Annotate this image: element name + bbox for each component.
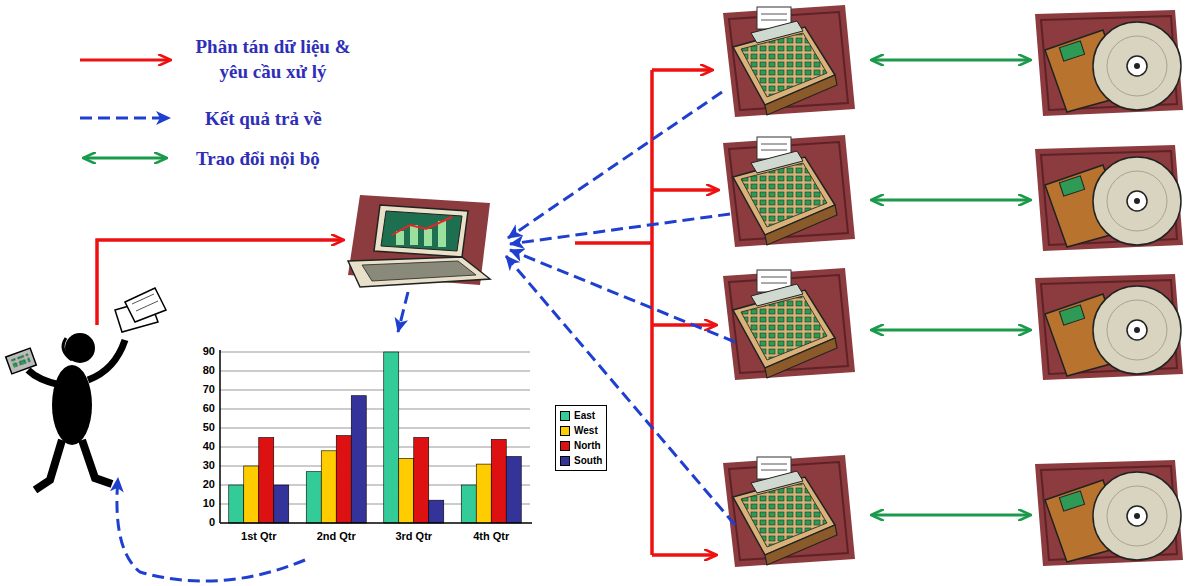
axis-value: 60 xyxy=(203,402,215,415)
axis-value: 90 xyxy=(203,345,215,358)
axis-value: 70 xyxy=(203,383,215,396)
legend-samples xyxy=(80,60,170,158)
bar xyxy=(244,466,259,523)
laptop-icon xyxy=(348,195,490,287)
bar xyxy=(351,396,366,523)
legend-swatch xyxy=(560,411,570,421)
gridline xyxy=(220,371,530,372)
bar xyxy=(461,485,476,523)
axis-value: 10 xyxy=(203,497,215,510)
category-label: 3rd Qtr xyxy=(395,530,432,543)
bar xyxy=(259,438,274,524)
legend-text: Kết quả trả về xyxy=(205,106,322,131)
person-figure xyxy=(6,288,166,490)
disk-icons xyxy=(1035,10,1183,566)
bar xyxy=(429,500,444,523)
chart-legend: EastWestNorthSouth xyxy=(555,405,607,471)
gridline xyxy=(220,428,530,429)
bar xyxy=(336,436,351,523)
bar xyxy=(306,472,321,523)
bar xyxy=(506,457,521,524)
bar xyxy=(414,438,429,524)
chart-legend-row: East xyxy=(560,408,602,423)
axis-value: 80 xyxy=(203,364,215,377)
gridline xyxy=(220,409,530,410)
chart-legend-text: East xyxy=(574,410,595,422)
chart-legend-text: North xyxy=(574,440,601,452)
bar xyxy=(476,464,491,523)
bar-chart xyxy=(220,350,532,523)
internal-exchange-arrows xyxy=(872,60,1030,515)
chart-legend-row: South xyxy=(560,453,602,468)
bar xyxy=(384,352,399,523)
distribution-arrows xyxy=(97,70,718,555)
axis-value: 30 xyxy=(203,459,215,472)
legend-text: Phân tán dữ liệu & yêu cầu xử lý xyxy=(188,34,358,84)
processor-icons xyxy=(723,5,855,567)
legend-swatch xyxy=(560,426,570,436)
category-label: 2nd Qtr xyxy=(317,530,356,543)
bar xyxy=(399,458,414,523)
gridline xyxy=(220,352,530,353)
legend-swatch xyxy=(560,456,570,466)
axis-value: 50 xyxy=(203,421,215,434)
axis-value: 20 xyxy=(203,478,215,491)
chart-legend-row: West xyxy=(560,423,602,438)
chart-legend-text: South xyxy=(574,455,602,467)
chart-legend-text: West xyxy=(574,425,598,437)
category-label: 4th Qtr xyxy=(473,530,509,543)
result-arrows xyxy=(117,92,735,581)
gridline xyxy=(220,390,530,391)
legend-swatch xyxy=(560,441,570,451)
bar xyxy=(229,485,244,523)
bar xyxy=(491,439,506,523)
bar xyxy=(321,451,336,523)
axis-value: 40 xyxy=(203,440,215,453)
axis-value: 0 xyxy=(209,516,215,529)
category-label: 1st Qtr xyxy=(241,530,276,543)
legend-text: Trao đổi nội bộ xyxy=(196,146,320,171)
chart-legend-row: North xyxy=(560,438,602,453)
bar xyxy=(274,485,289,523)
